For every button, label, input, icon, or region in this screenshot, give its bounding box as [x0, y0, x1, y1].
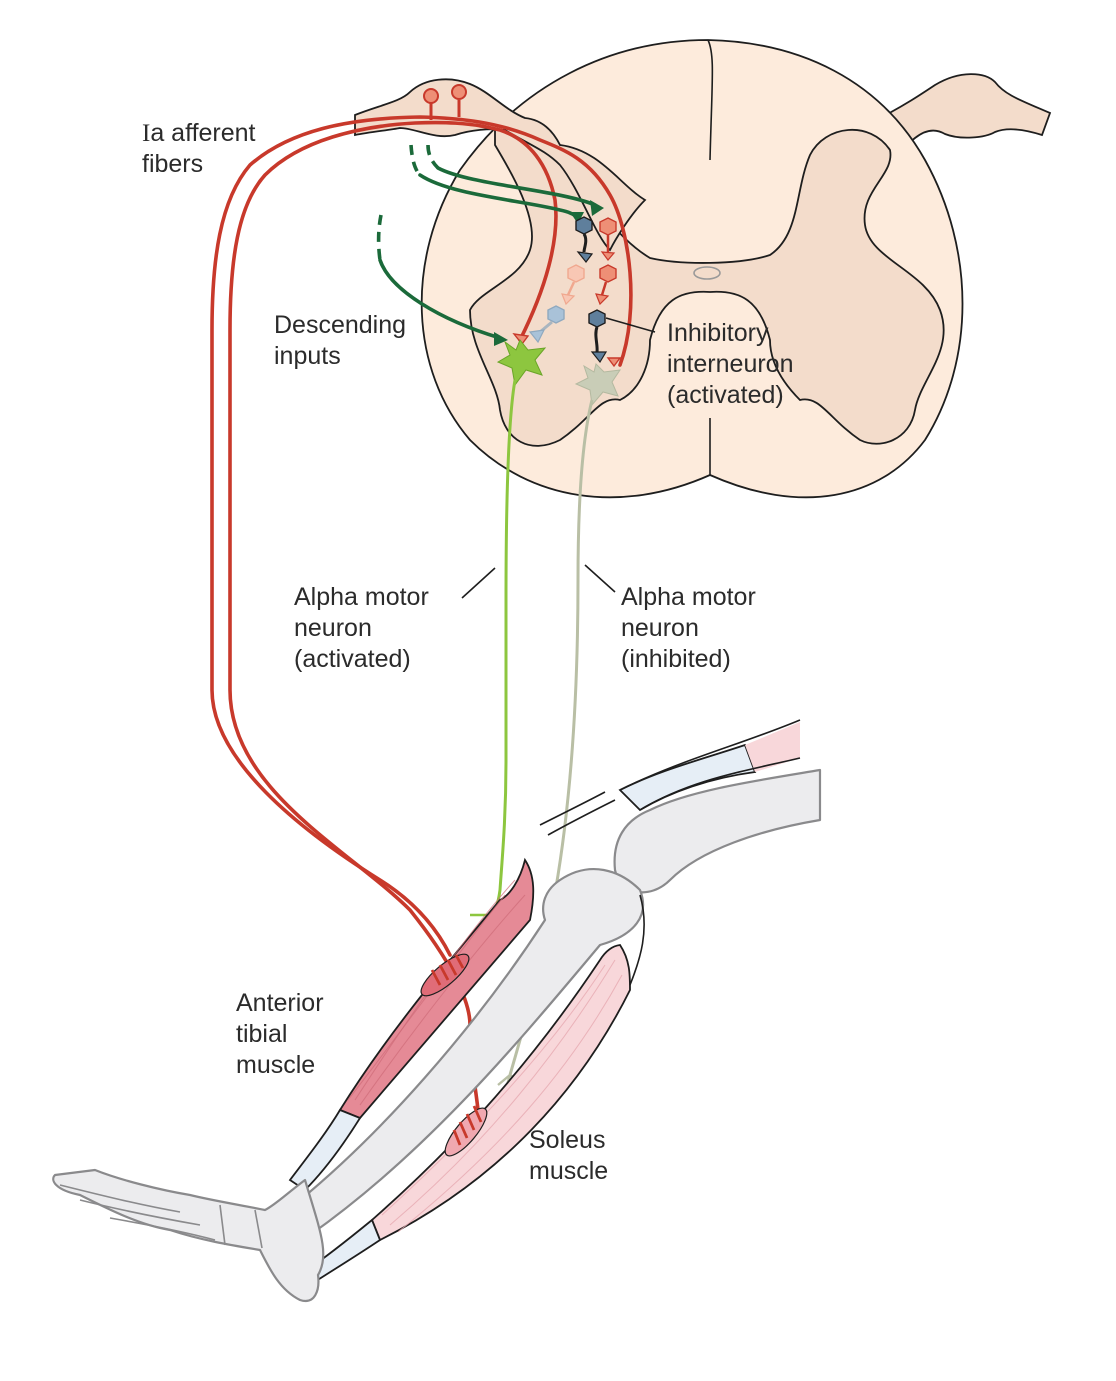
label-inhibitory-interneuron: Inhibitory interneuron (activated) — [667, 318, 793, 411]
leader-alpha-inhibited — [584, 564, 616, 593]
descending-dash-3 — [376, 214, 383, 261]
dorsal-median-sulcus — [707, 39, 714, 161]
excitatory-interneuron-mid-terminal — [595, 293, 610, 306]
muscle-fiber — [381, 964, 606, 1216]
label-line: (activated) — [667, 381, 784, 409]
descending-terminal-3 — [494, 332, 508, 346]
label-line: neuron — [294, 614, 372, 642]
label-line: Soleus — [529, 1126, 606, 1154]
inhibitory-interneuron-activated-body — [588, 309, 606, 328]
muscle-fiber — [359, 894, 526, 1106]
excitatory-interneuron-mid-axon — [600, 281, 608, 296]
ganglion-cell-2 — [451, 84, 467, 100]
muscle-fiber — [397, 974, 623, 1233]
label-line: a afferent — [150, 119, 256, 147]
label-line: Alpha motor — [294, 583, 429, 611]
ia-prefix: I — [142, 120, 151, 147]
label-alpha-motor-inhibited: Alpha motor neuron (inhibited) — [621, 582, 756, 675]
fibula — [379, 944, 601, 1181]
inhibitory-interneuron-activated-axon — [594, 326, 599, 353]
tarsal-line — [219, 1204, 226, 1246]
leader-lines — [461, 317, 656, 599]
leg — [52, 719, 822, 1303]
leader-alpha-activated — [461, 567, 496, 599]
soleus-muscle-fibers — [381, 959, 623, 1233]
muscle-spindle-anterior — [420, 953, 470, 997]
label-ia-afferent-fibers: Ia afferent fibers — [142, 118, 256, 180]
knee-tendon-strand — [539, 791, 606, 826]
label-line: Descending — [274, 311, 407, 339]
descending-inputs — [376, 144, 604, 346]
interneurons — [512, 216, 622, 368]
label-line: fibers — [142, 150, 204, 178]
descending-terminal-2 — [590, 200, 604, 216]
central-canal — [693, 266, 721, 280]
right-dorsal-root — [877, 73, 1052, 172]
faded-excitatory-interneuron-body — [567, 264, 585, 283]
inhibitory-interneuron-top-axon — [582, 233, 588, 253]
leader-inhibitory-interneuron — [605, 317, 656, 333]
faded-inhibitory-interneuron-body — [547, 305, 565, 324]
ganglion-cell-1 — [423, 88, 439, 104]
label-line: tibial — [236, 1020, 288, 1048]
descending-fiber-2 — [436, 166, 597, 207]
spindle-annulospiral-ending — [452, 1105, 483, 1146]
descending-dash-2 — [426, 144, 440, 170]
label-alpha-motor-activated: Alpha motor neuron (activated) — [294, 582, 429, 675]
thigh-muscle — [745, 722, 800, 772]
muscle-spindle-soleus — [444, 1105, 488, 1157]
label-soleus-muscle: Soleus muscle — [529, 1125, 608, 1187]
knee-tendon-strand — [629, 894, 645, 986]
excitatory-interneuron-mid-body — [599, 264, 617, 283]
thigh-outline-top — [619, 719, 801, 791]
label-descending-inputs: Descending inputs — [274, 310, 406, 372]
inhibitory-interneuron-top-terminal — [576, 251, 594, 263]
tarsal-line — [254, 1209, 263, 1249]
foot-skeleton — [52, 1168, 325, 1303]
faded-inhibitory-interneuron-terminal — [528, 329, 546, 344]
muscle-fiber — [389, 959, 616, 1226]
label-line: Anterior — [236, 989, 324, 1017]
label-line: (inhibited) — [621, 645, 731, 673]
toe-bone — [79, 1199, 201, 1226]
faded-excitatory-interneuron-terminal — [561, 293, 576, 306]
label-line: inputs — [274, 342, 341, 370]
label-line: (activated) — [294, 645, 411, 673]
afferent-terminal-inhibited-motor — [606, 357, 622, 368]
label-line: interneuron — [667, 350, 794, 378]
femur — [613, 768, 822, 894]
descending-fiber-3 — [378, 258, 502, 340]
descending-terminal-1 — [570, 212, 584, 224]
ia-afferent-fiber-outer — [210, 115, 633, 957]
knee-tendon-strand — [547, 799, 616, 836]
excitatory-interneuron-top-body — [599, 217, 617, 236]
descending-dash-1 — [409, 144, 422, 177]
label-line: muscle — [236, 1051, 316, 1079]
inhibitory-interneuron-top-body — [575, 216, 593, 235]
label-line: neuron — [621, 614, 699, 642]
thigh-outline-bottom — [639, 757, 801, 811]
faded-excitatory-interneuron-axon — [566, 281, 576, 296]
spindle-capsule — [444, 1107, 488, 1157]
toe-bone — [59, 1184, 181, 1213]
label-anterior-tibial-muscle: Anterior tibial muscle — [236, 988, 324, 1081]
label-line: Alpha motor — [621, 583, 756, 611]
inhibitory-interneuron-activated-terminal — [590, 351, 608, 364]
afferent-terminal-activated-motor — [512, 333, 530, 346]
excitatory-interneuron-top-terminal — [600, 251, 616, 261]
label-line: Inhibitory — [667, 319, 769, 347]
label-line: muscle — [529, 1157, 609, 1185]
spindle-annulospiral-ending — [430, 954, 465, 986]
toe-bone — [109, 1217, 216, 1241]
